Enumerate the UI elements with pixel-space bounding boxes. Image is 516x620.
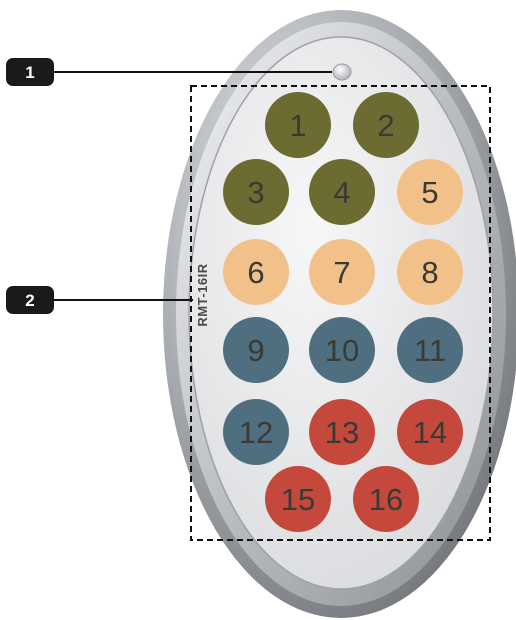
button-15[interactable]: 15 <box>265 466 331 532</box>
button-14-circle[interactable] <box>397 399 463 465</box>
remote-face <box>188 36 494 590</box>
button-13-label: 13 <box>325 415 359 450</box>
callout-2-number: 2 <box>25 291 34 310</box>
button-3[interactable]: 3 <box>223 159 289 225</box>
keypad-outline <box>190 85 491 541</box>
button-6[interactable]: 6 <box>223 239 289 305</box>
button-7-circle[interactable] <box>309 239 375 305</box>
button-12-circle[interactable] <box>223 399 289 465</box>
button-4[interactable]: 4 <box>309 159 375 225</box>
button-13[interactable]: 13 <box>309 399 375 465</box>
button-16-label: 16 <box>369 482 403 517</box>
button-2-circle[interactable] <box>353 92 419 158</box>
button-4-label: 4 <box>333 175 350 210</box>
button-10-label: 10 <box>325 333 359 368</box>
callout-1-number: 1 <box>25 63 34 82</box>
button-9-label: 9 <box>247 333 264 368</box>
button-1-label: 1 <box>289 108 306 143</box>
button-14[interactable]: 14 <box>397 399 463 465</box>
button-8-circle[interactable] <box>397 239 463 305</box>
button-7-label: 7 <box>333 255 350 290</box>
button-15-label: 15 <box>281 482 315 517</box>
button-2-label: 2 <box>377 108 394 143</box>
remote-body <box>163 10 516 618</box>
button-3-label: 3 <box>247 175 264 210</box>
button-12[interactable]: 12 <box>223 399 289 465</box>
button-6-circle[interactable] <box>223 239 289 305</box>
button-9[interactable]: 9 <box>223 317 289 383</box>
button-16[interactable]: 16 <box>353 466 419 532</box>
button-3-circle[interactable] <box>223 159 289 225</box>
button-8[interactable]: 8 <box>397 239 463 305</box>
button-8-label: 8 <box>421 255 438 290</box>
button-12-label: 12 <box>239 415 273 450</box>
button-14-label: 14 <box>413 415 447 450</box>
button-10-circle[interactable] <box>309 317 375 383</box>
button-11-circle[interactable] <box>397 317 463 383</box>
ir-led <box>332 63 352 81</box>
button-5-label: 5 <box>421 175 438 210</box>
button-1-circle[interactable] <box>265 92 331 158</box>
button-5-circle[interactable] <box>397 159 463 225</box>
callout-1-badge <box>6 58 54 86</box>
button-11[interactable]: 11 <box>397 317 463 383</box>
callout-2-badge <box>6 286 54 314</box>
button-2[interactable]: 2 <box>353 92 419 158</box>
button-11-label: 11 <box>414 333 446 368</box>
button-10[interactable]: 10 <box>309 317 375 383</box>
button-1[interactable]: 1 <box>265 92 331 158</box>
model-label: RMT-16IR <box>195 263 210 326</box>
button-7[interactable]: 7 <box>309 239 375 305</box>
button-5[interactable]: 5 <box>397 159 463 225</box>
button-15-circle[interactable] <box>265 466 331 532</box>
button-16-circle[interactable] <box>353 466 419 532</box>
callout-1: 1 <box>6 58 332 86</box>
button-6-label: 6 <box>247 255 264 290</box>
callout-2: 2 <box>6 286 193 314</box>
button-13-circle[interactable] <box>309 399 375 465</box>
button-4-circle[interactable] <box>309 159 375 225</box>
button-9-circle[interactable] <box>223 317 289 383</box>
